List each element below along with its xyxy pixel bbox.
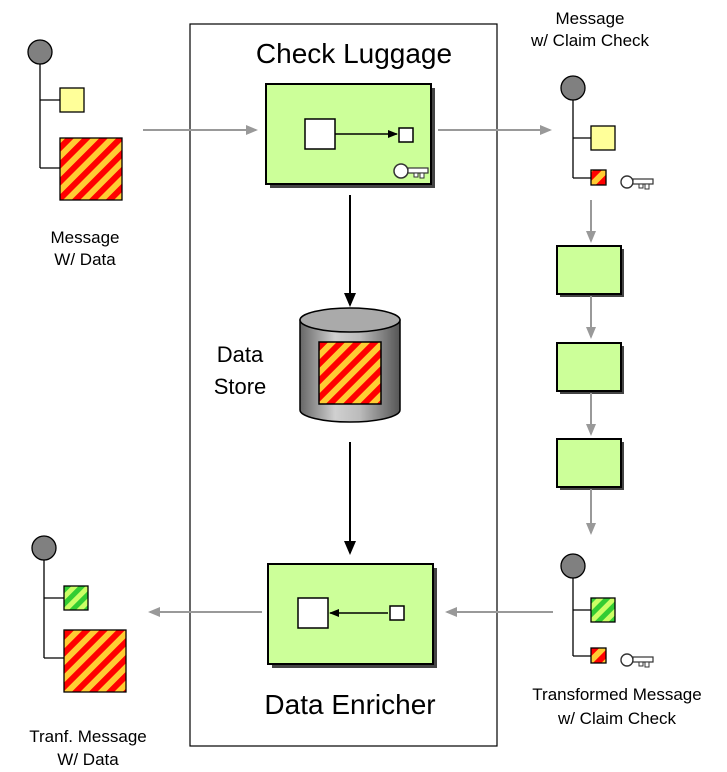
data-enricher-title: Data Enricher	[264, 689, 435, 720]
transform-filter-1[interactable]	[556, 245, 624, 297]
message-data-label-1: Message	[51, 228, 120, 247]
small-square-icon	[389, 605, 405, 621]
data-store-label-2: Store	[214, 374, 267, 399]
large-square-icon	[297, 597, 329, 629]
database-icon	[299, 307, 401, 423]
message-claim-label-2: w/ Claim Check	[530, 31, 650, 50]
small-square-icon	[398, 127, 414, 143]
message-claim-label-1: Message	[556, 9, 625, 28]
transform-filter-2[interactable]	[556, 342, 624, 394]
message-tree-icon	[27, 39, 123, 201]
message-tree-icon	[31, 535, 127, 693]
tranf-message-label-2: W/ Data	[57, 750, 119, 769]
claim-key-icon	[620, 653, 654, 668]
data-store-label-1: Data	[217, 342, 264, 367]
tranf-message-label-1: Tranf. Message	[29, 727, 146, 746]
transformed-label-2: w/ Claim Check	[557, 709, 677, 728]
transformed-label-1: Transformed Message	[532, 685, 701, 704]
transform-filter-3[interactable]	[556, 438, 624, 490]
message-data-label-2: W/ Data	[54, 250, 116, 269]
claim-key-icon	[620, 175, 654, 190]
data-enricher-filter[interactable]	[267, 563, 437, 668]
check-luggage-filter[interactable]	[265, 83, 435, 188]
claim-key-icon	[393, 163, 429, 179]
large-square-icon	[304, 118, 336, 150]
message-tree-icon	[560, 553, 616, 664]
message-tree-icon	[560, 75, 616, 186]
check-luggage-title: Check Luggage	[256, 38, 452, 69]
